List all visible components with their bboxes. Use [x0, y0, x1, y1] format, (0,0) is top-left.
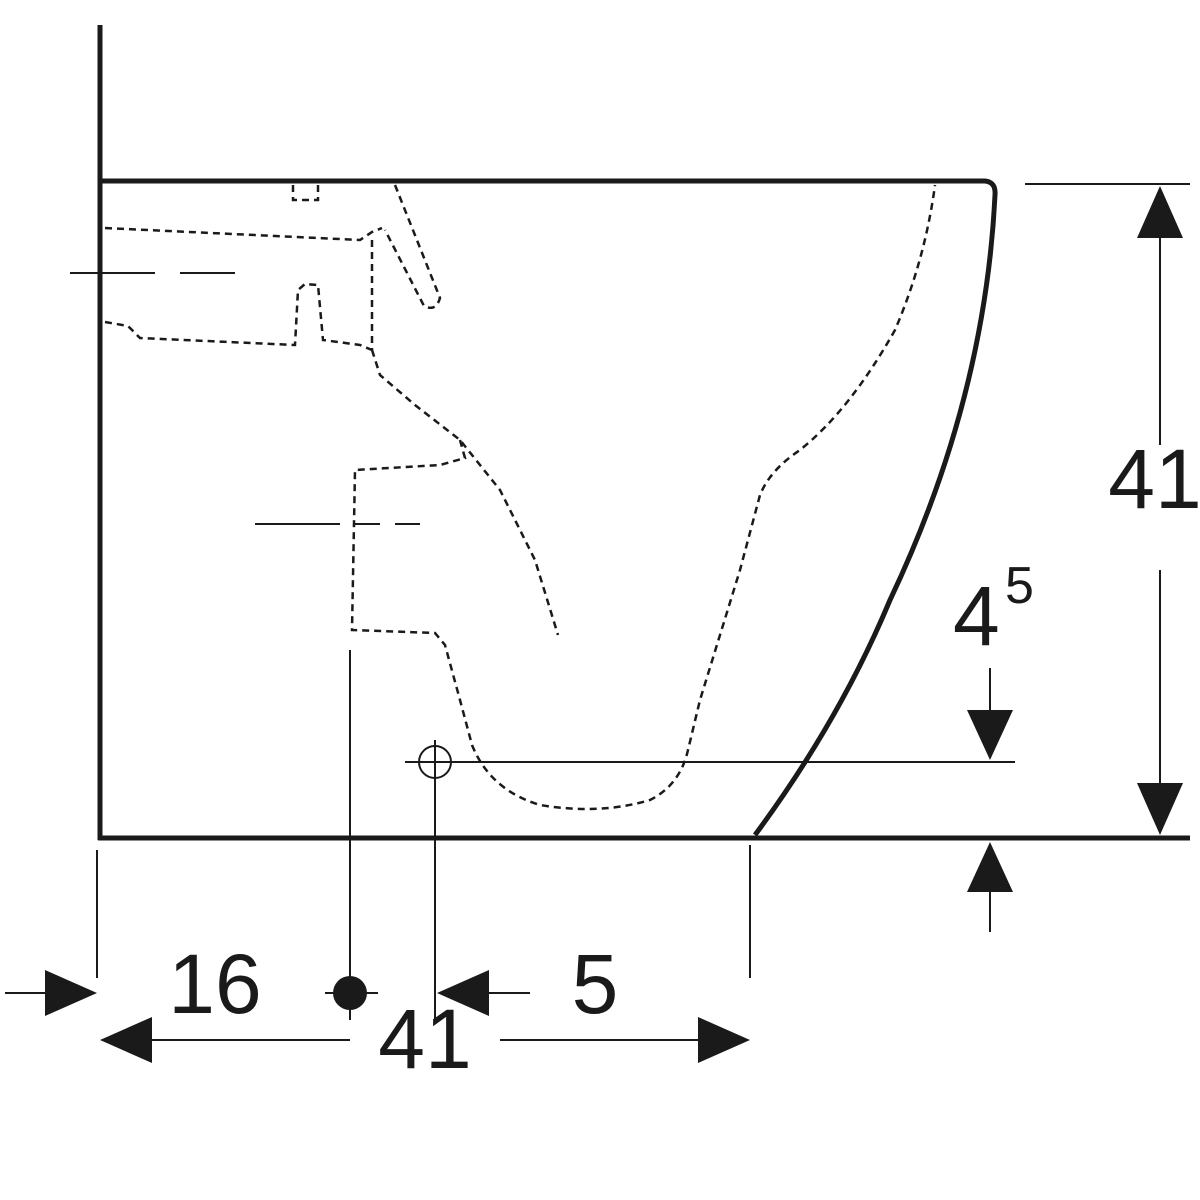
arrow-down-icon [967, 710, 1013, 760]
outlet-center-marker [418, 740, 452, 1020]
outlet-height-superscript: 5 [1005, 557, 1034, 615]
fixture-outline [97, 25, 1190, 841]
inlet-offset-label: 16 [168, 937, 261, 1031]
bowl-outline [100, 178, 998, 837]
arrow-left-icon [437, 970, 489, 1016]
outlet-height-label: 4 [953, 569, 1000, 663]
arrow-up-icon [967, 842, 1013, 892]
depth-label: 41 [378, 992, 471, 1086]
arrow-right-icon [45, 970, 97, 1016]
height-label: 41 [1108, 432, 1200, 526]
arrow-right-icon [698, 1017, 750, 1063]
inlet-center-marker [325, 650, 378, 1020]
outlet-height-dimension: 4 5 [405, 557, 1034, 932]
arrow-up-icon [1137, 186, 1183, 238]
arrow-down-icon [1137, 783, 1183, 835]
center-lines [70, 272, 420, 525]
height-dimension: 41 [1025, 183, 1200, 835]
arrow-left-icon [100, 1017, 152, 1063]
outlet-offset-label: 5 [572, 937, 619, 1031]
hidden-lines [104, 184, 937, 811]
bottom-dimensions: 16 5 41 [5, 845, 751, 1086]
